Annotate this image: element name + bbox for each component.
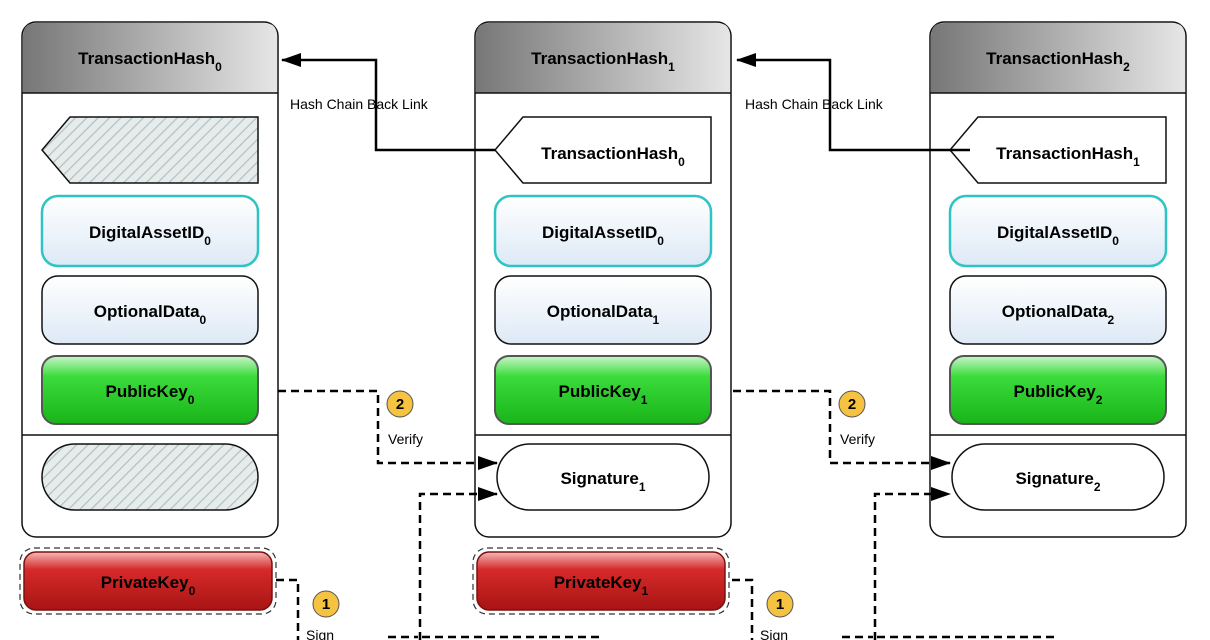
public-key-box bbox=[494, 355, 712, 425]
sign-label: Sign bbox=[306, 627, 334, 640]
step-badge-circle bbox=[766, 590, 794, 618]
sign-link-up-1 bbox=[873, 487, 951, 640]
sign-link-down-0 bbox=[276, 578, 300, 640]
hash-back-link-1 bbox=[736, 53, 970, 152]
hash-back-link-0 bbox=[281, 53, 495, 152]
public-key-label: PublicKey1 bbox=[559, 382, 648, 407]
verify-label: Verify bbox=[840, 431, 875, 447]
previous-hash-label: TransactionHash1 bbox=[996, 144, 1140, 169]
optional-data-label: OptionalData0 bbox=[94, 302, 207, 327]
signature-label: Signature2 bbox=[1015, 469, 1100, 494]
digital-asset-id-label: DigitalAssetID0 bbox=[89, 223, 211, 248]
previous-hash-box bbox=[494, 116, 712, 184]
block-header bbox=[23, 23, 277, 93]
step-badge-number: 1 bbox=[776, 596, 784, 613]
public-key-label: PublicKey0 bbox=[106, 382, 195, 407]
verify-step-badge: 2 bbox=[838, 390, 866, 418]
verify-label: Verify bbox=[388, 431, 423, 447]
step-badge-circle bbox=[838, 390, 866, 418]
verify-link-0 bbox=[278, 389, 498, 470]
hash-back-link-label: Hash Chain Back Link bbox=[745, 96, 884, 112]
step-badge-number: 1 bbox=[322, 596, 330, 613]
private-key-label: PrivateKey1 bbox=[554, 573, 649, 598]
private-key-label: PrivateKey0 bbox=[101, 573, 196, 598]
optional-data-label: OptionalData2 bbox=[1002, 302, 1115, 327]
sign-step-badge: 1 bbox=[312, 590, 340, 618]
empty-signature bbox=[41, 443, 259, 511]
optional-data-box bbox=[494, 275, 712, 345]
digital-asset-id-box bbox=[40, 194, 260, 268]
step-badge-circle bbox=[312, 590, 340, 618]
public-key-box bbox=[949, 355, 1167, 425]
sign-step-badge: 1 bbox=[766, 590, 794, 618]
signature-label: Signature1 bbox=[560, 469, 645, 494]
sign-link-down-1 bbox=[732, 578, 754, 640]
optional-data-label: OptionalData1 bbox=[547, 302, 660, 327]
private-key-outline bbox=[19, 547, 277, 615]
verify-link-1 bbox=[733, 389, 951, 470]
block-2: TransactionHash2TransactionHash1DigitalA… bbox=[929, 21, 1187, 538]
block-0: TransactionHash0DigitalAssetID0OptionalD… bbox=[19, 21, 279, 615]
sign-label: Sign bbox=[760, 627, 788, 640]
digital-asset-id-box bbox=[493, 194, 713, 268]
previous-hash-label: TransactionHash0 bbox=[541, 144, 685, 169]
optional-data-box bbox=[41, 275, 259, 345]
digital-asset-id-label: DigitalAssetID0 bbox=[997, 223, 1119, 248]
previous-hash-box bbox=[949, 116, 1167, 184]
hash-back-link-label: Hash Chain Back Link bbox=[290, 96, 429, 112]
private-key-box bbox=[476, 551, 726, 611]
signature-box bbox=[496, 443, 710, 511]
block-1: TransactionHash1TransactionHash0DigitalA… bbox=[472, 21, 732, 615]
public-key-label: PublicKey2 bbox=[1014, 382, 1103, 407]
public-key-box bbox=[41, 355, 259, 425]
block-header bbox=[931, 23, 1185, 93]
private-key-box bbox=[23, 551, 273, 611]
step-badge-number: 2 bbox=[396, 396, 404, 413]
verify-step-badge: 2 bbox=[386, 390, 414, 418]
optional-data-box bbox=[949, 275, 1167, 345]
digital-asset-id-box bbox=[948, 194, 1168, 268]
digital-asset-id-label: DigitalAssetID0 bbox=[542, 223, 664, 248]
private-key-outline bbox=[472, 547, 730, 615]
step-badge-circle bbox=[386, 390, 414, 418]
empty-previous-hash bbox=[41, 116, 259, 184]
sign-link-up-0 bbox=[418, 487, 498, 640]
transaction-hash-title: TransactionHash1 bbox=[531, 49, 675, 74]
transaction-hash-title: TransactionHash2 bbox=[986, 49, 1130, 74]
transaction-hash-title: TransactionHash0 bbox=[78, 49, 222, 74]
block-header bbox=[476, 23, 730, 93]
signature-box bbox=[951, 443, 1165, 511]
step-badge-number: 2 bbox=[848, 396, 856, 413]
